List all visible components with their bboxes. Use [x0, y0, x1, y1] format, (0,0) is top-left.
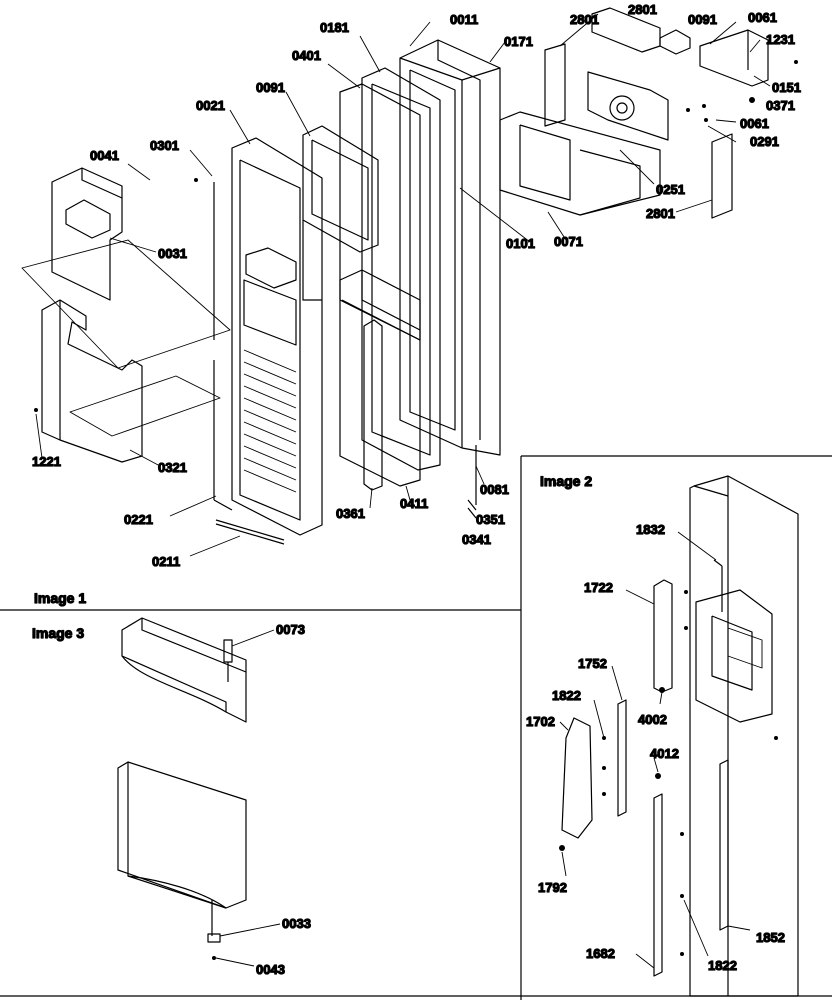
label-0221: 0221: [124, 512, 153, 527]
label-1822-b: 1822: [708, 958, 737, 973]
label-0341: 0341: [462, 532, 491, 547]
outer-case-0011: [399, 39, 501, 456]
label-0301: 0301: [150, 138, 179, 153]
tube-0351: [467, 445, 477, 519]
leader-lines: [35, 13, 771, 557]
label-0073: 0073: [276, 622, 305, 637]
label-0321: 0321: [158, 460, 187, 475]
image3-screws: [212, 956, 216, 960]
label-0061-b: 0061: [740, 116, 769, 131]
label-0401: 0401: [292, 48, 321, 63]
trim-1722: [653, 579, 673, 693]
label-1682: 1682: [586, 946, 615, 961]
screws: [34, 60, 798, 412]
label-0291: 0291: [750, 134, 779, 149]
label-0151: 0151: [772, 80, 801, 95]
image3-labels: 0073 0033 0043: [255, 621, 311, 977]
insulation-2801-a: [544, 43, 566, 127]
label-0101: 0101: [506, 236, 535, 251]
image2-leaders: [559, 531, 751, 969]
label-0351: 0351: [476, 512, 505, 527]
image3-title: Image 3: [32, 625, 84, 641]
label-0211: 0211: [152, 554, 180, 569]
part-0091-top: [659, 29, 691, 55]
image2-drawing: 1832 1722 1752 1822 4002 1702 4012 1792 …: [525, 472, 799, 997]
label-0043: 0043: [256, 962, 285, 977]
inner-liner-0221: [231, 137, 323, 536]
label-1832: 1832: [636, 522, 665, 537]
insulation-0321: [41, 299, 143, 463]
label-0071: 0071: [554, 234, 583, 249]
part-0073: [223, 639, 233, 682]
cover-1702: [561, 717, 593, 839]
strip-1682: [653, 793, 663, 977]
label-2801-c: 2801: [646, 206, 675, 221]
label-0011: 0011: [450, 12, 478, 27]
label-0033: 0033: [282, 916, 311, 931]
foam-strip-0361: [363, 319, 383, 491]
label-0091-b: 0091: [688, 12, 717, 27]
image2-title: Image 2: [540, 473, 592, 489]
label-4012: 4012: [650, 746, 679, 761]
label-1221: 1221: [32, 454, 61, 469]
panel-0401: [339, 83, 421, 341]
gasket-0091: [302, 125, 379, 301]
image3-leaders: [215, 629, 281, 967]
image1-title: Image 1: [34, 590, 86, 606]
label-1231: 1231: [766, 32, 795, 47]
strip-1852: [719, 759, 729, 931]
trim-1832: [713, 559, 723, 612]
label-0021: 0021: [196, 98, 225, 113]
label-0171: 0171: [504, 34, 533, 49]
part-0033: [207, 900, 221, 943]
label-0041: 0041: [90, 148, 119, 163]
trim-1752: [617, 699, 627, 817]
label-4002: 4002: [638, 712, 667, 727]
lower-liner: [117, 761, 247, 909]
label-0411: 0411: [400, 496, 428, 511]
gasket-0021: [213, 182, 285, 545]
cover-0071: [499, 111, 661, 216]
label-0061-a: 0061: [748, 10, 777, 25]
label-2801-a: 2801: [570, 12, 599, 27]
cover-0061: [699, 29, 769, 87]
label-0081: 0081: [480, 482, 509, 497]
label-0181: 0181: [320, 20, 349, 35]
upper-liner: [121, 617, 247, 723]
label-0361: 0361: [336, 506, 365, 521]
label-1792: 1792: [538, 880, 567, 895]
label-0091-a: 0091: [256, 80, 285, 95]
image1-drawing: 0011 0181 0401 0091 0021 0301 0041 0031 …: [21, 1, 802, 607]
label-1752: 1752: [578, 656, 607, 671]
label-1722: 1722: [584, 580, 613, 595]
label-1822-a: 1822: [552, 688, 581, 703]
label-0031: 0031: [158, 246, 187, 261]
label-2801-b: 2801: [628, 2, 657, 17]
foam-panel-0411: [339, 269, 421, 487]
dispenser-recess: [695, 589, 773, 723]
label-0251: 0251: [656, 182, 685, 197]
label-1852: 1852: [756, 930, 785, 945]
liner-0181: [361, 67, 441, 471]
image2-labels: 1832 1722 1752 1822 4002 1702 4012 1792 …: [525, 521, 785, 973]
label-1702: 1702: [526, 714, 555, 729]
panel-dividers: [0, 455, 832, 1000]
insulation-2801-c: [711, 133, 733, 219]
fan-assembly: [587, 71, 669, 141]
image3-drawing: 0073 0033 0043 Image 3: [31, 617, 312, 978]
image2-screws: [559, 590, 778, 956]
housing-0041: [51, 167, 123, 301]
label-0371: 0371: [766, 98, 795, 113]
door-cabinet: [689, 475, 799, 997]
plate-outline: [21, 239, 231, 437]
image1-labels: 0011 0181 0401 0091 0021 0301 0041 0031 …: [31, 1, 801, 569]
